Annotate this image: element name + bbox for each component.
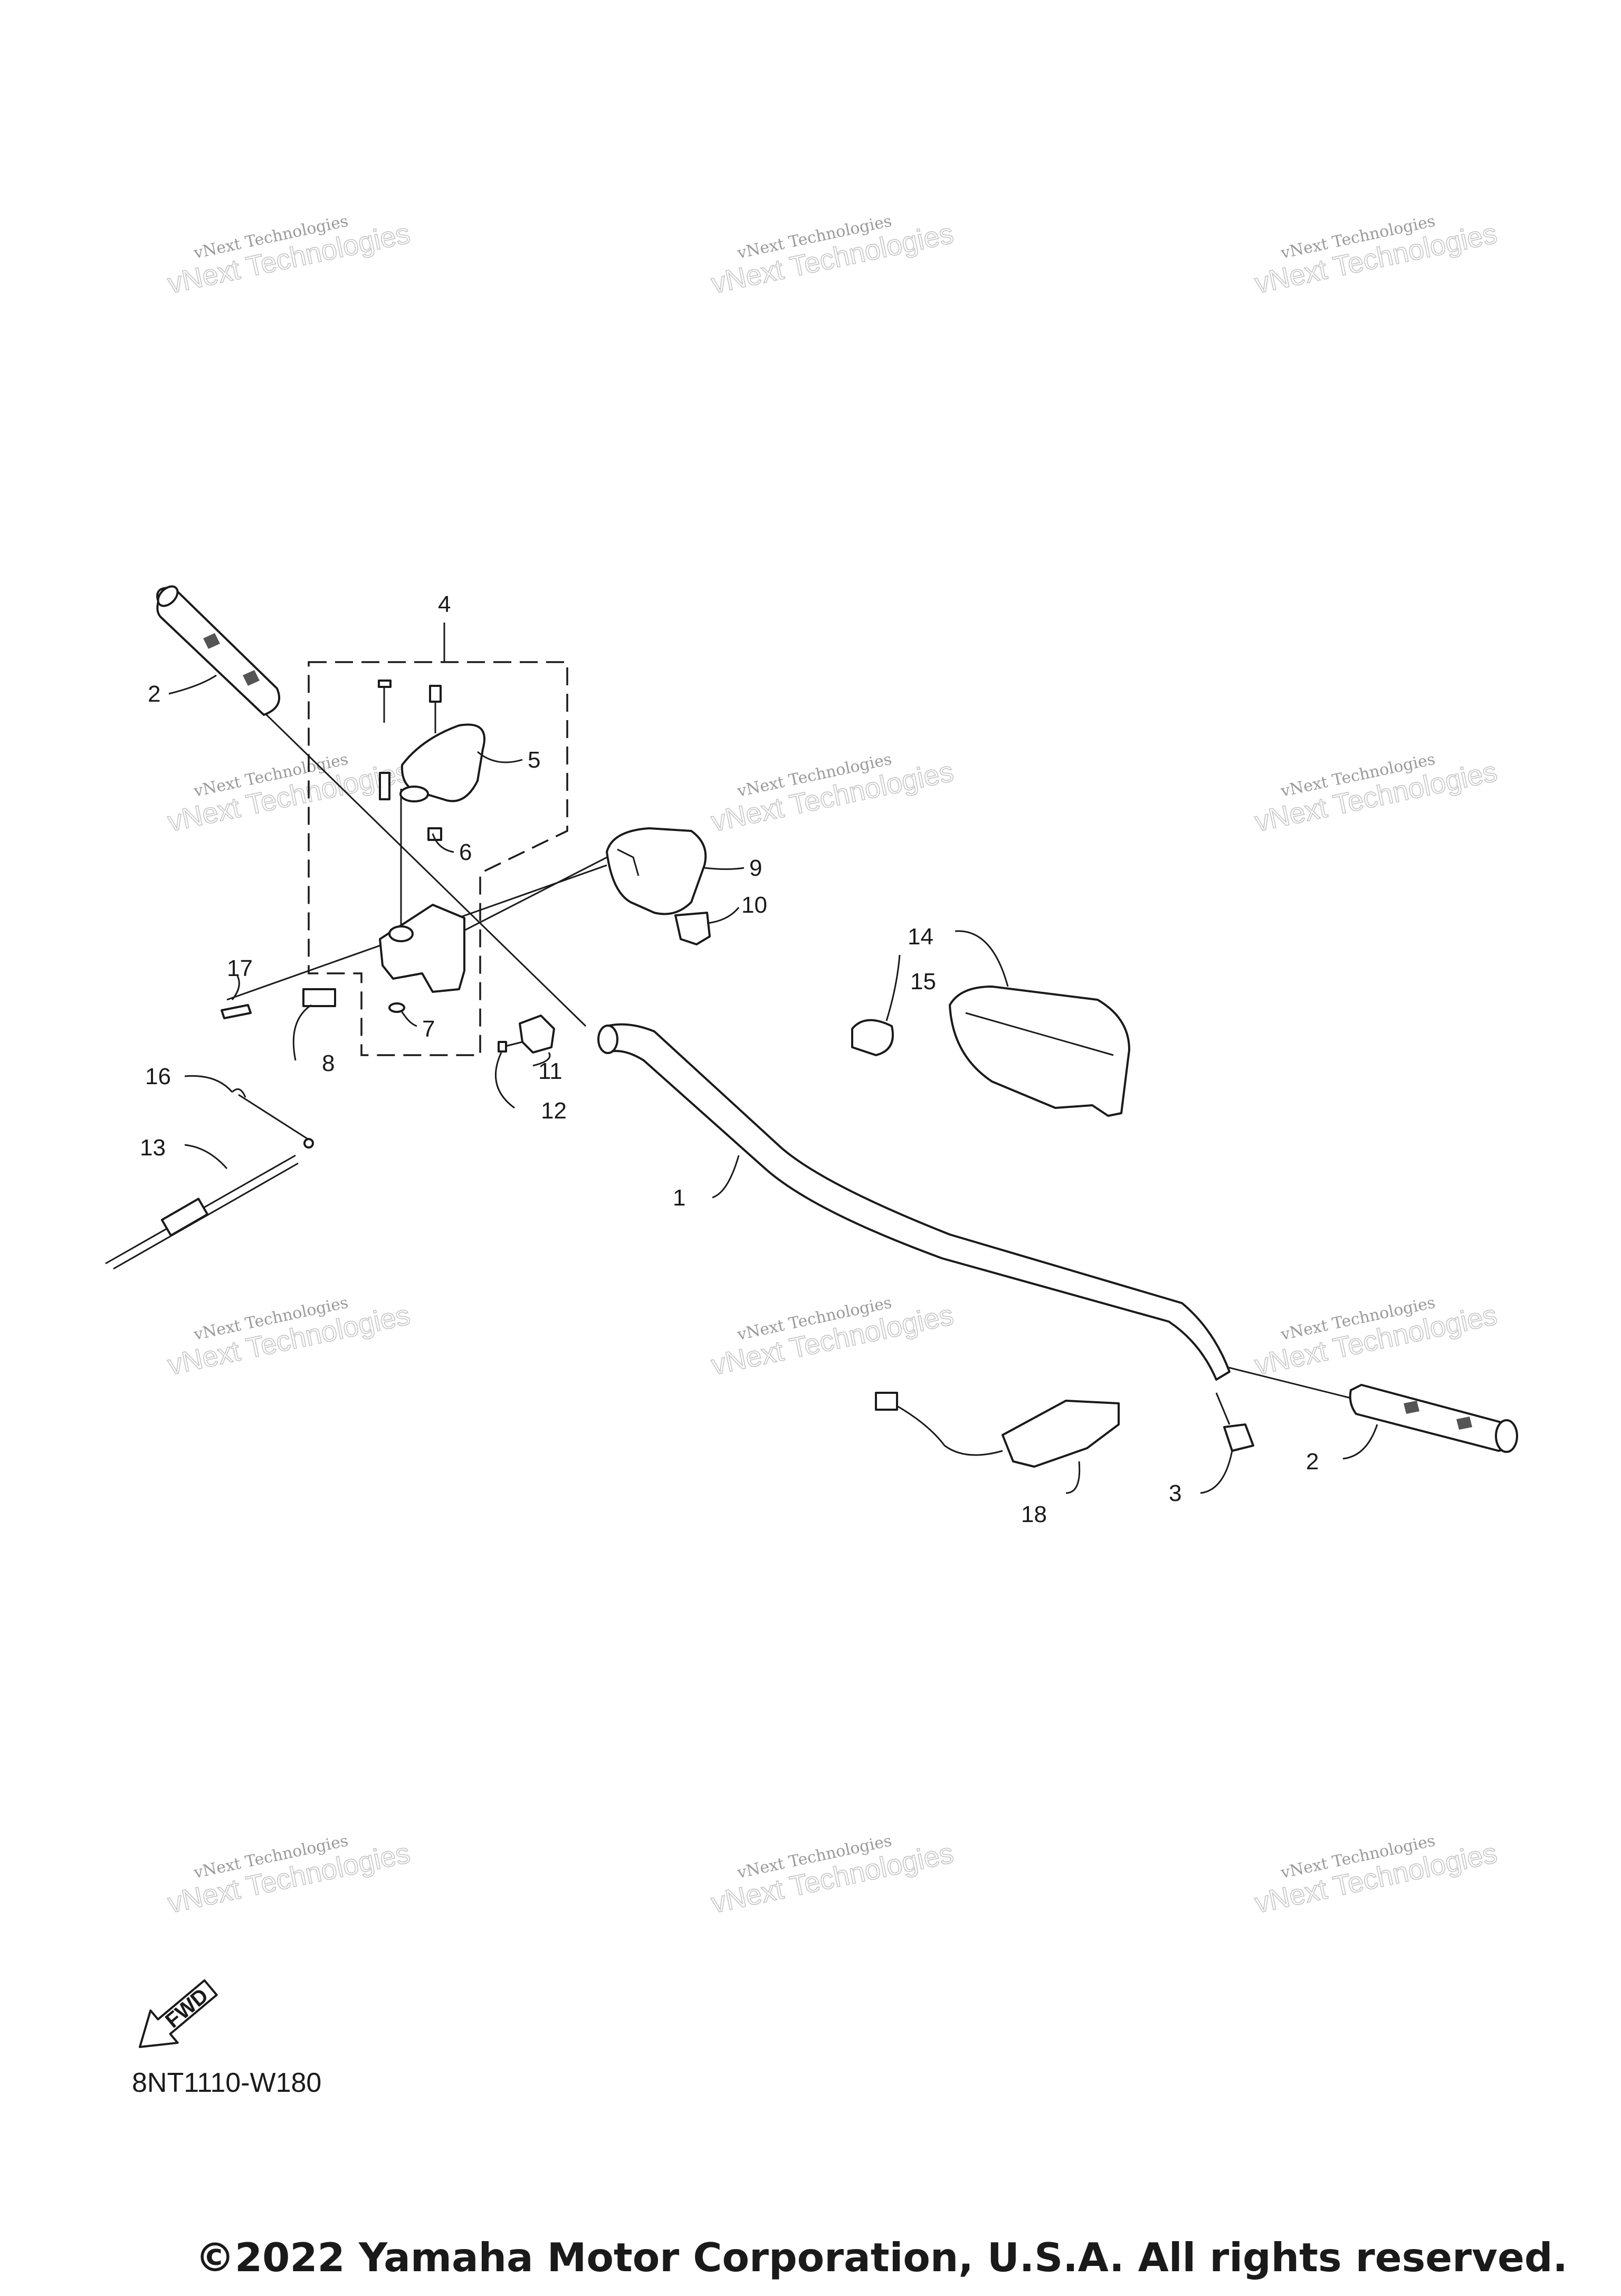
watermark: vNext Technologies vNext Technologies <box>708 1832 957 1920</box>
watermark-grid: vNext Technologies vNext Technologies vN… <box>165 212 1500 1920</box>
callout-5: 5 <box>528 747 540 773</box>
callout-13: 13 <box>140 1135 166 1161</box>
callout-labels: 4 2 5 6 9 10 14 15 17 7 11 8 16 12 13 1 … <box>140 591 1319 1527</box>
callout-2-right: 2 <box>1306 1449 1319 1475</box>
watermark: vNext Technologies vNext Technologies <box>1252 1294 1500 1382</box>
right-grip <box>1349 1384 1518 1453</box>
throttle-cable <box>105 1088 314 1270</box>
watermark: vNext Technologies vNext Technologies <box>165 1832 413 1920</box>
callout-17: 17 <box>227 955 253 981</box>
callout-2-left: 2 <box>148 681 160 707</box>
callout-11: 11 <box>538 1058 562 1084</box>
callout-18: 18 <box>1021 1501 1047 1527</box>
callout-4: 4 <box>438 591 451 617</box>
watermark: vNext Technologies vNext Technologies <box>165 1294 413 1382</box>
watermark: vNext Technologies vNext Technologies <box>708 1294 957 1382</box>
callout-12: 12 <box>541 1098 567 1124</box>
switch-cover <box>606 827 711 945</box>
left-grip <box>156 585 280 716</box>
bar-end-cap <box>1223 1423 1254 1452</box>
watermark: vNext Technologies vNext Technologies <box>708 212 957 300</box>
callout-7: 7 <box>422 1016 435 1042</box>
watermark: vNext Technologies vNext Technologies <box>1252 1832 1500 1920</box>
callout-1: 1 <box>673 1185 685 1211</box>
watermark: vNext Technologies vNext Technologies <box>165 750 413 838</box>
diagram-code: 8NT1110-W180 <box>132 2068 321 2098</box>
fwd-arrow-icon: FWD <box>139 1979 218 2048</box>
callout-9: 9 <box>749 855 762 881</box>
watermark: vNext Technologies vNext Technologies <box>1252 750 1500 838</box>
callout-16: 16 <box>145 1064 171 1089</box>
callout-15: 15 <box>910 969 936 994</box>
callout-10: 10 <box>741 892 767 918</box>
watermark: vNext Technologies vNext Technologies <box>1252 212 1500 300</box>
switch-clamp <box>498 1015 555 1054</box>
handlebar-pad <box>949 986 1130 1117</box>
throttle-lever <box>378 680 485 802</box>
callout-14: 14 <box>908 924 933 950</box>
lever-assembly-box <box>308 623 568 1056</box>
watermark: vNext Technologies vNext Technologies <box>165 212 413 300</box>
lever-housing <box>221 904 465 1019</box>
grip-heater <box>875 1392 1120 1468</box>
handlebar <box>597 1023 1231 1381</box>
leader-lines <box>168 674 1378 1494</box>
watermark: vNext Technologies vNext Technologies <box>708 750 957 838</box>
callout-3: 3 <box>1169 1480 1181 1506</box>
callout-8: 8 <box>322 1050 335 1076</box>
callout-6: 6 <box>459 839 472 865</box>
copyright-notice: ©2022 Yamaha Motor Corporation, U.S.A. A… <box>195 2234 1568 2281</box>
pad-clamp-ring <box>851 1019 894 1056</box>
